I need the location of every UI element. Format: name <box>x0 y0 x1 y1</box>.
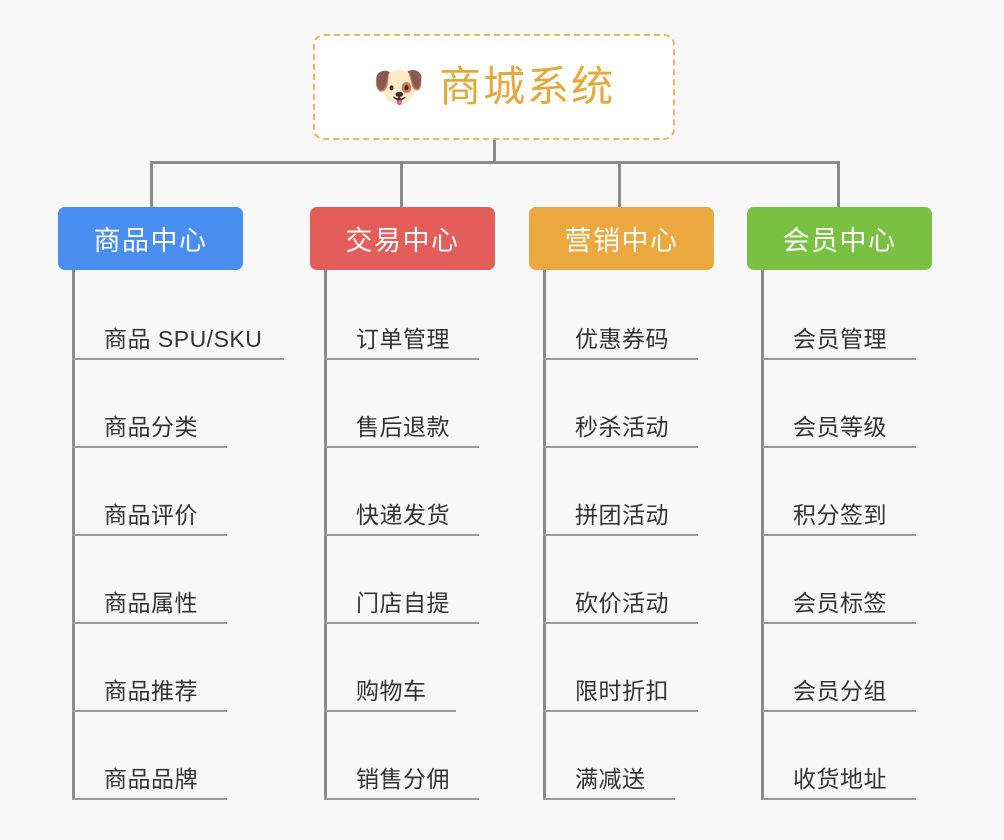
leaf-item-label: 砍价活动 <box>575 589 669 616</box>
leaf-item[interactable]: 秒杀活动 <box>543 360 698 448</box>
leaf-item-label: 拼团活动 <box>575 501 669 528</box>
leaf-item[interactable]: 商品评价 <box>72 448 227 536</box>
leaf-item[interactable]: 收货地址 <box>761 712 916 800</box>
leaf-item[interactable]: 会员等级 <box>761 360 916 448</box>
leaf-item-label: 收货地址 <box>793 765 887 792</box>
leaf-item-label: 满减送 <box>575 765 646 792</box>
horizontal-bus-connector <box>150 161 840 164</box>
leaf-item[interactable]: 商品品牌 <box>72 712 227 800</box>
category-header-product-center[interactable]: 商品中心 <box>58 207 243 270</box>
leaf-item-label: 商品品牌 <box>104 765 198 792</box>
drop-connector-member-center <box>837 161 840 208</box>
leaf-item-label: 会员管理 <box>793 325 887 352</box>
leaf-item[interactable]: 商品分类 <box>72 360 227 448</box>
leaf-item[interactable]: 会员管理 <box>761 272 916 360</box>
leaf-item-label: 商品 SPU/SKU <box>104 325 263 352</box>
category-header-marketing-center[interactable]: 营销中心 <box>529 207 714 270</box>
root-stem-connector <box>493 140 496 163</box>
root-node-shop-system[interactable]: 🐶 商城系统 <box>313 34 675 140</box>
leaf-item-label: 限时折扣 <box>575 677 669 704</box>
drop-connector-trade-center <box>400 161 403 208</box>
category-header-member-center[interactable]: 会员中心 <box>747 207 932 270</box>
category-header-label: 营销中心 <box>564 226 679 256</box>
leaf-item[interactable]: 会员标签 <box>761 536 916 624</box>
leaf-item[interactable]: 会员分组 <box>761 624 916 712</box>
leaf-item[interactable]: 销售分佣 <box>324 712 479 800</box>
leaf-item-label: 购物车 <box>356 677 427 704</box>
leaf-item[interactable]: 商品 SPU/SKU <box>72 272 284 360</box>
leaf-item[interactable]: 快递发货 <box>324 448 479 536</box>
leaf-item-label: 积分签到 <box>793 501 887 528</box>
category-header-label: 交易中心 <box>345 226 460 256</box>
leaf-item[interactable]: 拼团活动 <box>543 448 698 536</box>
leaf-item-label: 门店自提 <box>356 589 450 616</box>
category-header-label: 商品中心 <box>93 226 208 256</box>
leaf-item[interactable]: 售后退款 <box>324 360 479 448</box>
drop-connector-product-center <box>150 161 153 208</box>
leaf-item-label: 销售分佣 <box>356 765 450 792</box>
leaf-item-label: 会员等级 <box>793 413 887 440</box>
leaf-item-label: 商品推荐 <box>104 677 198 704</box>
leaf-item[interactable]: 购物车 <box>324 624 456 712</box>
leaf-item-label: 商品属性 <box>104 589 198 616</box>
leaf-item[interactable]: 订单管理 <box>324 272 479 360</box>
leaf-item-label: 优惠券码 <box>575 325 669 352</box>
leaf-item[interactable]: 满减送 <box>543 712 675 800</box>
leaf-item[interactable]: 限时折扣 <box>543 624 698 712</box>
leaf-item-label: 售后退款 <box>356 413 450 440</box>
category-header-trade-center[interactable]: 交易中心 <box>310 207 495 270</box>
leaf-item-label: 秒杀活动 <box>575 413 669 440</box>
root-node-title: 商城系统 <box>439 63 616 110</box>
leaf-item[interactable]: 商品推荐 <box>72 624 227 712</box>
category-header-label: 会员中心 <box>782 226 897 256</box>
leaf-item-label: 会员分组 <box>793 677 887 704</box>
leaf-item[interactable]: 积分签到 <box>761 448 916 536</box>
leaf-item-label: 商品分类 <box>104 413 198 440</box>
leaf-item-label: 订单管理 <box>356 325 450 352</box>
shiba-dog-face-icon: 🐶 <box>372 63 426 110</box>
leaf-item-label: 会员标签 <box>793 589 887 616</box>
leaf-item[interactable]: 砍价活动 <box>543 536 698 624</box>
drop-connector-marketing-center <box>618 161 621 208</box>
leaf-item-label: 商品评价 <box>104 501 198 528</box>
leaf-item[interactable]: 优惠券码 <box>543 272 698 360</box>
leaf-item-label: 快递发货 <box>356 501 450 528</box>
leaf-item[interactable]: 商品属性 <box>72 536 227 624</box>
leaf-item[interactable]: 门店自提 <box>324 536 479 624</box>
